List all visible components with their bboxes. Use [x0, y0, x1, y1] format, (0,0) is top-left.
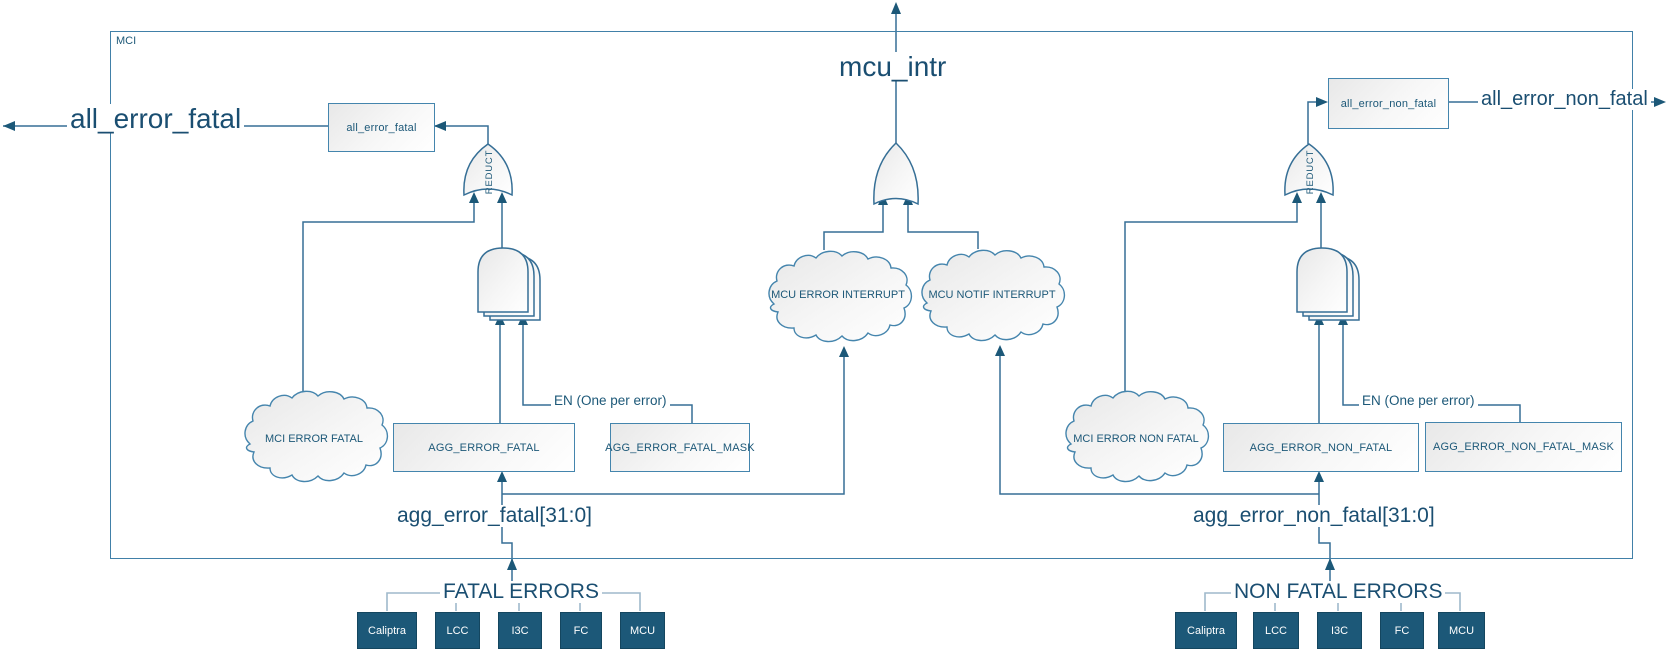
reg-agg-error-fatal-mask-label: AGG_ERROR_FATAL_MASK [605, 441, 755, 454]
source-box-label: FC [573, 624, 589, 637]
arrow-right-output [1654, 97, 1666, 107]
source-box-fatal-i3c: I3C [498, 612, 542, 649]
source-box-non-fatal-lcc: LCC [1253, 612, 1299, 649]
source-box-fatal-mcu: MCU [620, 612, 665, 649]
source-box-label: MCU [1448, 624, 1475, 637]
en-label-left: EN (One per error) [551, 393, 670, 409]
arrow-reduce-left-in2 [497, 192, 507, 203]
output-label-mcu-intr: mcu_intr [836, 52, 950, 81]
reg-agg-error-non-fatal-mask: AGG_ERROR_NON_FATAL_MASK [1425, 422, 1622, 472]
reg-agg-error-fatal-mask: AGG_ERROR_FATAL_MASK [605, 423, 755, 472]
wire-cloud-fatal-to-reduce [302, 197, 475, 392]
source-box-label: I3C [1330, 624, 1349, 637]
arrow-into-reg-right [1316, 97, 1328, 107]
input-label-agg-error-fatal: agg_error_fatal[31:0] [394, 504, 595, 528]
source-box-label: MCU [629, 624, 656, 637]
source-box-label: I3C [511, 624, 529, 637]
source-box-non-fatal-i3c: I3C [1317, 612, 1362, 649]
reg-all-error-non-fatal: all_error_non_fatal [1328, 78, 1449, 129]
reg-agg-error-fatal: AGG_ERROR_FATAL [393, 423, 575, 472]
source-box-fatal-fc: FC [560, 612, 602, 649]
wire-branch-to-notif-interrupt [999, 349, 1319, 495]
or-gate-mcu-intr [873, 141, 919, 206]
wire-error-cloud-to-or [823, 199, 884, 250]
arrow-left-output [3, 121, 15, 131]
output-label-all-error-fatal: all_error_fatal [67, 104, 245, 133]
source-box-label: FC [1394, 624, 1410, 637]
source-box-label: LCC [1264, 624, 1287, 637]
reg-all-error-fatal-label: all_error_fatal [346, 121, 417, 134]
arrow-non-fatal-border [1325, 558, 1335, 570]
cloud-label-mcu-error-interrupt: MCU ERROR INTERRUPT [771, 289, 905, 301]
source-box-fatal-caliptra: Caliptra [357, 612, 417, 649]
arrow-into-notif-cloud [995, 345, 1005, 356]
source-box-label: Caliptra [1187, 624, 1225, 637]
arrowheads [3, 2, 1666, 570]
reg-all-error-non-fatal-label: all_error_non_fatal [1340, 97, 1437, 110]
output-label-all-error-non-fatal: all_error_non_fatal [1478, 89, 1651, 110]
reg-agg-error-non-fatal-label: AGG_ERROR_NON_FATAL [1249, 441, 1393, 454]
reduce-or-gate-non-fatal [1284, 143, 1334, 197]
arrow-into-agg-non-fatal [1314, 471, 1324, 482]
en-label-right: EN (One per error) [1359, 393, 1478, 409]
wire-notif-cloud-to-or [907, 199, 979, 249]
reduce-gate-label-right: REDUCT [1305, 150, 1316, 194]
source-box-non-fatal-mcu: MCU [1438, 612, 1485, 649]
source-box-label: LCC [446, 624, 469, 637]
arrow-reduce-right-in2 [1316, 192, 1326, 203]
reg-agg-error-fatal-label: AGG_ERROR_FATAL [428, 441, 540, 454]
arrow-reduce-right-in1 [1292, 192, 1302, 203]
and-gate-stack-non-fatal [1296, 247, 1360, 321]
and-gate-stack-fatal [477, 247, 541, 321]
cloud-label-mci-error-non-fatal: MCI ERROR NON FATAL [1073, 433, 1199, 445]
reduce-gate-label-left: REDUCT [484, 150, 495, 194]
source-box-non-fatal-caliptra: Caliptra [1175, 612, 1237, 649]
arrow-mcu-intr [891, 2, 901, 14]
cloud-label-mcu-notif-interrupt: MCU NOTIF INTERRUPT [928, 289, 1056, 301]
group-title-fatal-errors: FATAL ERRORS [440, 580, 602, 604]
group-title-non-fatal-errors: NON FATAL ERRORS [1231, 580, 1446, 604]
reduce-or-gate-fatal [463, 143, 513, 197]
source-box-label: Caliptra [368, 624, 406, 637]
reg-agg-error-non-fatal-mask-label: AGG_ERROR_NON_FATAL_MASK [1432, 441, 1615, 453]
cloud-label-mci-error-fatal: MCI ERROR FATAL [265, 433, 363, 445]
arrow-reduce-left-in1 [469, 192, 479, 203]
wire-branch-to-error-interrupt [502, 350, 845, 495]
wire-reduce-to-reg-right [1307, 101, 1324, 144]
arrow-fatal-border [507, 558, 517, 570]
reg-agg-error-non-fatal: AGG_ERROR_NON_FATAL [1223, 423, 1419, 472]
wire-cloud-non-fatal-to-reduce [1124, 197, 1298, 392]
reg-all-error-fatal: all_error_fatal [328, 103, 435, 152]
source-box-non-fatal-fc: FC [1380, 612, 1424, 649]
arrow-into-reg-left [434, 121, 446, 131]
wire-reduce-to-reg-left [434, 125, 489, 144]
input-label-agg-error-non-fatal: agg_error_non_fatal[31:0] [1190, 504, 1438, 528]
mci-label: MCI [116, 35, 137, 47]
arrow-into-error-cloud [839, 346, 849, 357]
arrow-into-agg-fatal [497, 471, 507, 482]
source-box-fatal-lcc: LCC [435, 612, 480, 649]
